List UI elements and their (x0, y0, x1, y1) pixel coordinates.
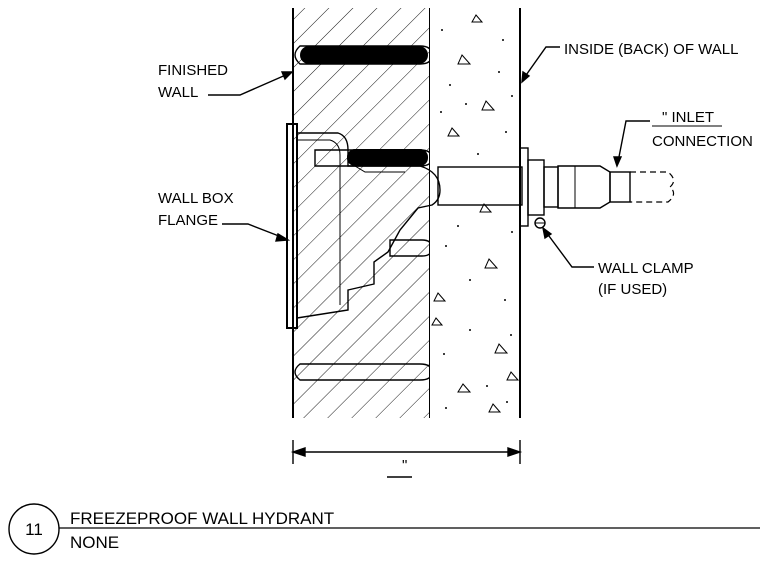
label-finished-wall-line2: WALL (158, 84, 198, 101)
dimension-line (290, 440, 523, 478)
detail-scale: NONE (70, 533, 119, 552)
label-inlet-line2: CONNECTION (652, 133, 753, 150)
label-inlet-line1: " INLET (662, 109, 714, 126)
concrete-wall (430, 8, 521, 418)
detail-title: FREEZEPROOF WALL HYDRANT (70, 509, 334, 528)
detail-number: 11 (25, 520, 43, 539)
label-dimension: " (402, 457, 407, 474)
label-finished-wall-line1: FINISHED (158, 62, 228, 79)
label-wall-clamp-line2: (IF USED) (598, 281, 667, 298)
label-wall-box-flange-line2: FLANGE (158, 212, 218, 229)
hydrant-assembly (286, 123, 675, 329)
finished-wall-sealant (300, 46, 428, 166)
label-wall-clamp-line1: WALL CLAMP (598, 260, 694, 277)
leader-lines (208, 46, 650, 268)
masonry-wall (292, 8, 433, 418)
label-inside-back-of-wall: INSIDE (BACK) OF WALL (564, 41, 738, 58)
detail-number-bubble (8, 503, 60, 555)
title-block: 11 FREEZEPROOF WALL HYDRANT NONE (8, 503, 760, 555)
label-wall-box-flange-line1: WALL BOX (158, 190, 234, 207)
